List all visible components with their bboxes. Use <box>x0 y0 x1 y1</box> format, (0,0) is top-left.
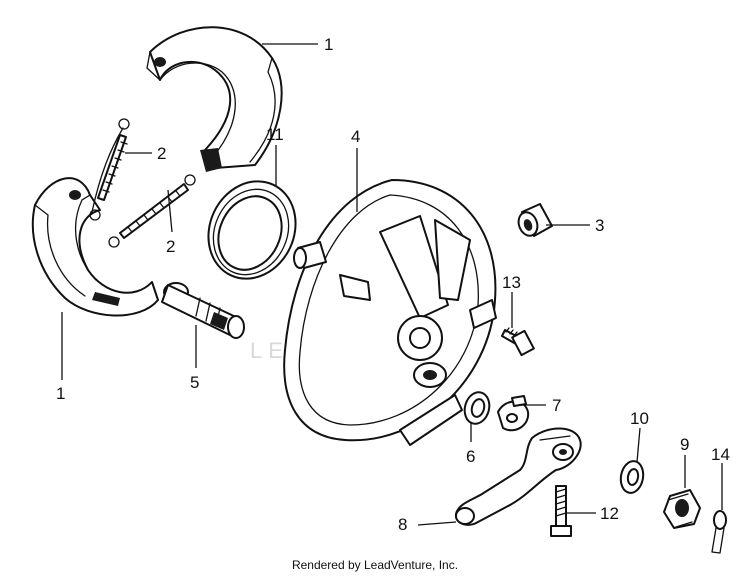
callout-cap: 3 <box>595 216 604 235</box>
callout-shoe-top: 1 <box>324 35 333 54</box>
return-spring-upper <box>89 118 130 221</box>
callout-bolt-12: 12 <box>600 504 619 523</box>
bolt-12 <box>550 485 572 537</box>
castle-nut <box>663 489 701 529</box>
brake-panel <box>283 179 497 446</box>
callout-indicator: 7 <box>552 396 561 415</box>
panel-cap <box>517 203 553 237</box>
callout-panel: 4 <box>351 127 360 146</box>
callout-nut: 9 <box>680 435 689 454</box>
callout-labels: 1 2 2 1 11 4 3 13 5 6 7 8 12 10 9 14 <box>56 35 730 534</box>
washer-10 <box>619 460 645 494</box>
brake-shoe-top <box>146 26 283 172</box>
callout-spring-upper: 2 <box>157 144 166 163</box>
bolt-13 <box>501 327 535 357</box>
dust-seal-ring <box>207 180 297 280</box>
leader-lines <box>61 43 723 526</box>
wear-indicator-plate <box>497 395 530 432</box>
callout-pin: 14 <box>711 445 730 464</box>
callout-arm: 8 <box>398 515 407 534</box>
return-spring-lower <box>108 174 196 248</box>
callout-washer-10: 10 <box>630 409 649 428</box>
callout-bolt-13: 13 <box>502 273 521 292</box>
callout-washer-6: 6 <box>466 447 475 466</box>
cotter-pin <box>711 510 727 554</box>
brake-arm <box>454 427 582 526</box>
brake-shoe-left <box>31 177 159 317</box>
brake-cam <box>161 282 245 339</box>
callout-shoe-left: 1 <box>56 384 65 403</box>
rendered-by-footer: Rendered by LeadVenture, Inc. <box>291 558 459 572</box>
washer-6 <box>463 391 491 425</box>
callout-spring-lower: 2 <box>166 237 175 256</box>
callout-seal: 11 <box>266 125 284 144</box>
callout-cam: 5 <box>190 373 199 392</box>
